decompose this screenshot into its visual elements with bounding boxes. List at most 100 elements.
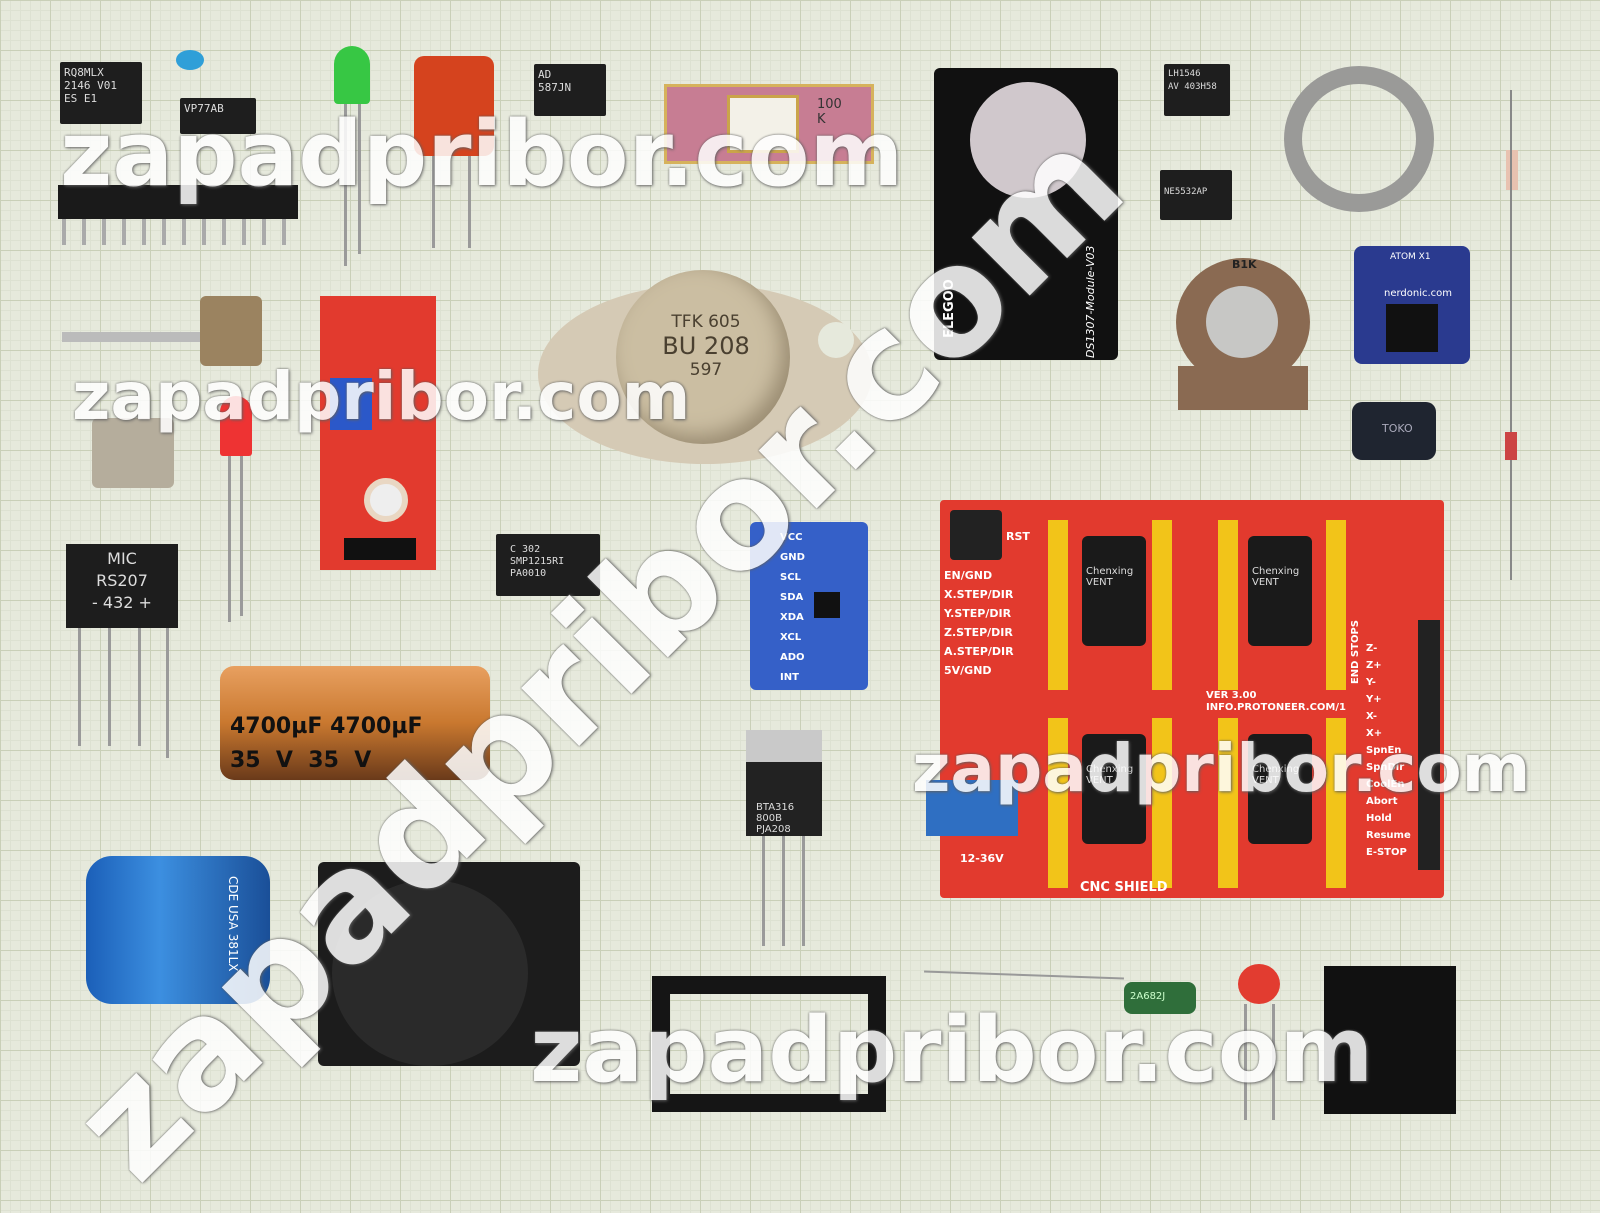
lead-wire [344,104,347,266]
to3-transistor: TFK 605 BU 208 597 [538,270,872,464]
transistor-label: TFK 605 [671,312,741,332]
driver-header [1326,718,1346,888]
blue-capacitor [176,50,204,70]
green-led [334,46,370,104]
dip-chip: NE5532AP [1160,170,1232,220]
lead-wire [1244,1004,1247,1120]
ic-lid [727,95,799,153]
power-terminal [926,780,1018,836]
version-label: VER 3.00 [1206,690,1257,701]
driver-header [1218,520,1238,690]
chip-label-line: 100 [817,97,842,112]
potentiometer-body [200,296,262,366]
chip-label: PA0010 [510,568,547,579]
chip-label: SMP1215RI [510,556,565,567]
lead-wire [924,970,1124,980]
lead-wire [78,628,81,746]
driver-header [1048,718,1068,888]
watermark: zapadpribor.com [530,998,1374,1103]
transistor-can: TFK 605 BU 208 597 [616,270,790,444]
film-capacitor: 2A682J [1124,982,1196,1014]
rectifier-label: RS207 [96,571,148,590]
coin-cell [970,82,1086,198]
mounting-hole [364,478,408,522]
triac-label: 800B [756,813,782,824]
driver-header [1152,520,1172,690]
chip-label: 2146 V01 [64,79,117,92]
gyro-chip [814,592,840,618]
lead-wire [762,836,765,946]
driver-header [1152,718,1172,888]
chip-label: AV 403H58 [1168,82,1217,92]
lead-wire [1272,1004,1275,1120]
watermark: zapadpribor.com [912,730,1531,807]
mounting-hole [818,322,854,358]
reset-label: RST [1006,530,1030,543]
trimmer [330,378,372,430]
pot-shaft [1206,286,1278,358]
capacitor-label: CDE USA 381LX [226,876,240,972]
lead-wire [468,156,471,248]
joystick-knob [332,880,528,1066]
pot-base [1178,366,1308,410]
board-chip [1386,304,1438,352]
triac-label: BTA316 [756,802,795,813]
rtc-module: ELEGOO DS1307-Module-V03 [934,68,1118,360]
resistor [1506,150,1518,190]
board-label: nerdonic.com [1384,288,1453,299]
lead-wire [782,836,785,946]
pin-header [344,538,416,560]
soic-chip: VP77AB [180,98,256,134]
triac-label: PJA208 [756,824,791,835]
sensor-module [320,296,436,570]
potentiometer: B1K [1176,258,1310,386]
chip-label: 587JN [538,81,572,94]
reset-button[interactable] [950,510,1002,560]
lead-wire [358,104,361,254]
transistor-label: 597 [689,360,723,380]
led-socket [1324,966,1456,1114]
lead-wire [108,628,111,746]
lead-wire [240,456,243,616]
power-label: 12-36V [960,852,1004,865]
lead-wire [228,456,231,622]
watermark: zapadpribor.com [72,358,691,435]
lead-wire [138,628,141,746]
pin-header [1418,620,1440,870]
ceramic-capacitor [1238,964,1280,1004]
lead-wire [1510,90,1512,580]
blue-capacitor: CDE USA 381LX [86,856,270,1004]
watermark: zapadpribor.com [60,102,904,207]
inductor: TOKO [1352,402,1436,460]
transistor-label: BU 208 [662,332,750,360]
red-led [220,396,252,456]
header-pins [62,219,294,245]
film-capacitor [414,56,494,156]
metal-ring [1284,66,1434,212]
chip-label: AD [538,68,552,81]
joystick-module [318,862,580,1066]
end-stops-label: END STOPS [1350,620,1361,685]
rotary-potentiometer [62,332,212,342]
pin-header [58,185,298,219]
chip-label-line: K [817,112,826,127]
driver-header [1326,520,1346,690]
board-label: ATOM X1 [1390,252,1431,262]
chip-label: C 302 [510,544,541,555]
atom-board: ATOM X1 nerdonic.com [1354,246,1470,364]
ic-chip: RQ8MLX 2146 V01 ES E1 [60,62,142,124]
driver-header [1218,718,1238,888]
relay [92,418,174,488]
